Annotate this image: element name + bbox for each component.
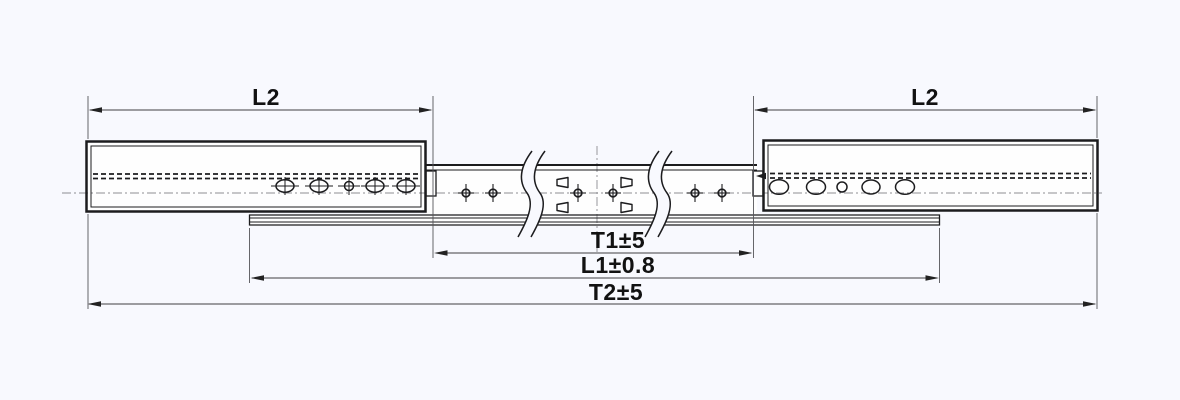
dimension-label-t1: T1±5 — [590, 227, 646, 253]
ball-retainer-dashed-lines — [770, 172, 1091, 179]
right-rail-holes — [768, 178, 916, 196]
dimension-label-l2-right: L2 — [911, 84, 939, 110]
oval-hole-crosshair — [305, 177, 333, 195]
oval-hole-crosshair — [271, 177, 299, 195]
dimension-label-t2: T2±5 — [588, 279, 644, 305]
intermediate-rail-holes — [458, 184, 730, 202]
oval-hole-crosshair — [392, 177, 420, 195]
round-hole — [836, 181, 848, 193]
outer-rail-left — [85, 140, 427, 213]
dimensioning — [87, 96, 1098, 309]
dimension-label-l2-left: L2 — [252, 84, 280, 110]
oval-hole — [805, 178, 827, 196]
break-line-right — [644, 150, 673, 238]
oval-hole-crosshair — [361, 177, 389, 195]
slot-right-top — [620, 176, 633, 189]
crosshair-hole — [605, 184, 621, 202]
retainer-arrow — [756, 172, 766, 180]
break-line-left — [517, 150, 546, 238]
left-rail-holes — [271, 177, 420, 195]
slot-left-top — [556, 176, 569, 189]
lower-member — [248, 214, 941, 226]
outer-rail-right — [756, 139, 1099, 212]
left-joint-step — [425, 170, 437, 197]
extension-lines — [87, 96, 1098, 309]
slot-left-bottom — [556, 201, 569, 214]
dimension-arrowheads — [87, 107, 1097, 307]
crosshair-hole — [570, 184, 586, 202]
ball-retainer-dashed-lines — [93, 173, 420, 180]
crosshair-hole — [458, 184, 474, 202]
intermediate-rail — [426, 164, 757, 171]
oval-hole — [894, 178, 916, 196]
oval-hole — [861, 179, 881, 195]
center-slots — [556, 176, 633, 214]
crosshair-hole — [485, 184, 501, 202]
oval-hole — [768, 178, 790, 196]
rail-body-fills — [86, 140, 1098, 226]
crosshair-hole — [687, 184, 703, 202]
slot-right-bottom — [620, 201, 633, 214]
dimension-label-l1: L1±0.8 — [580, 252, 656, 278]
round-hole-crosshair — [338, 177, 360, 195]
crosshair-hole — [714, 184, 730, 202]
